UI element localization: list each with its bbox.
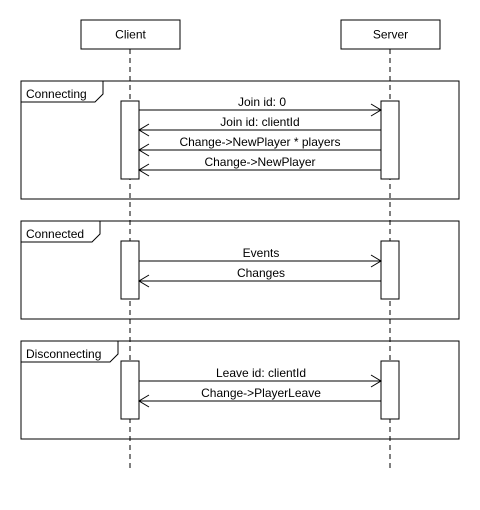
fragment-disconnecting: Disconnecting Leave id: clientId Change-… — [20, 340, 460, 440]
participant-client: Client — [80, 19, 181, 50]
message-arrow — [138, 123, 381, 137]
client-activation — [120, 100, 140, 180]
message-arrow — [138, 143, 381, 157]
message-arrow — [139, 103, 382, 117]
message-arrow — [138, 274, 381, 288]
fragment-label-tab — [20, 80, 104, 103]
participant-server: Server — [340, 19, 441, 50]
server-activation — [380, 100, 400, 180]
message-label: Change->NewPlayer — [204, 155, 315, 169]
fragment-label: Disconnecting — [26, 347, 101, 361]
message-arrow — [139, 254, 382, 268]
fragment-connecting: Connecting Join id: 0 Join id: clientId … — [20, 80, 460, 200]
fragment-frame — [20, 220, 460, 320]
message-label: Join id: clientId — [220, 115, 299, 129]
client-activation — [120, 360, 140, 420]
fragment-label: Connected — [26, 227, 84, 241]
fragment-label: Connecting — [26, 87, 87, 101]
message-label: Changes — [237, 266, 285, 280]
server-activation — [380, 360, 400, 420]
message-label: Change->PlayerLeave — [201, 386, 321, 400]
message-arrow — [138, 394, 381, 408]
fragment-frame — [20, 340, 460, 440]
fragment-label-tab — [20, 340, 119, 363]
fragment-connected: Connected Events Changes — [20, 220, 460, 320]
participant-server-label: Server — [373, 28, 408, 42]
participant-client-label: Client — [115, 28, 146, 42]
fragment-frame — [20, 80, 460, 200]
fragment-label-tab — [20, 220, 101, 243]
message-label: Leave id: clientId — [216, 366, 306, 380]
server-activation — [380, 240, 400, 300]
client-activation — [120, 240, 140, 300]
message-label: Change->NewPlayer * players — [179, 135, 340, 149]
message-label: Events — [243, 246, 280, 260]
message-arrow — [138, 163, 381, 177]
message-label: Join id: 0 — [238, 95, 286, 109]
message-arrow — [139, 374, 382, 388]
